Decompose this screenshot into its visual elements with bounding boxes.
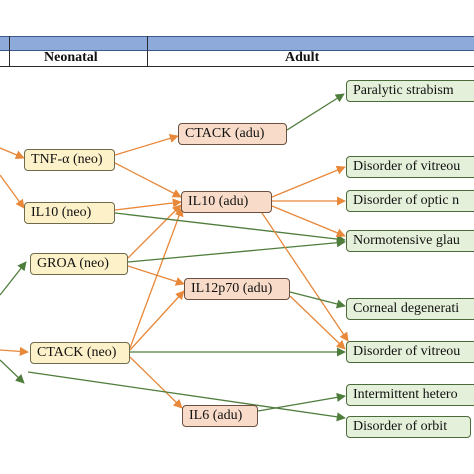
node-il10-neo: IL10 (neo): [24, 202, 115, 224]
edge-il12-corneal: [289, 291, 346, 309]
node-intermittent-heterotropia: Intermittent hetero: [346, 384, 474, 406]
node-disorder-vitreous-2: Disorder of vitreou: [346, 341, 474, 363]
node-ctack-neo: CTACK (neo): [30, 342, 130, 364]
edge-tnf-il10: [114, 162, 182, 198]
neonatal-header: Neonatal: [44, 50, 98, 65]
node-il10-adu: IL10 (adu): [181, 191, 272, 213]
edge-il10adu-normotensive: [271, 205, 346, 238]
edge-il10neo-normotensive: [114, 212, 346, 244]
edge-il12-vitreous2: [289, 295, 346, 350]
edge-tnf-ctack: [114, 134, 179, 156]
node-disorder-orbit: Disorder of orbit: [346, 416, 471, 438]
edge-in-tnf: [0, 147, 25, 160]
edge-in-ctack-orange: [0, 346, 29, 356]
node-ctack-adu: CTACK (adu): [178, 123, 287, 145]
edge-ctack-il6: [129, 356, 183, 409]
node-normotensive-glaucoma: Normotensive glau: [346, 230, 474, 252]
edge-ctack-intermittent: [27, 371, 346, 422]
node-corneal-degeneration: Corneal degenerati: [346, 298, 474, 320]
edge-il6-intermittent: [257, 392, 346, 412]
node-disorder-optic: Disorder of optic n: [346, 190, 474, 212]
adult-header: Adult: [285, 50, 320, 65]
header-row: [0, 51, 474, 67]
edge-il10adu-vitreous2: [259, 209, 349, 342]
edge-groa-il12: [127, 265, 185, 286]
edge-il10-il10: [114, 198, 182, 211]
header-divider-left: [9, 36, 10, 67]
node-tnf-neo: TNF-α (neo): [24, 149, 115, 171]
node-groa-neo: GROA (neo): [30, 253, 128, 275]
node-il12p70-adu: IL12p70 (adu): [184, 278, 290, 300]
header-bar: [0, 36, 474, 51]
node-il6-adu: IL6 (adu): [182, 405, 258, 427]
node-disorder-vitreous-1: Disorder of vitreou: [346, 156, 474, 178]
edge-ctack-il12: [129, 290, 185, 351]
edge-in-il10: [0, 174, 25, 209]
edge-il10adu-vitreous1: [271, 165, 346, 198]
edge-groa-normotensive: [127, 238, 346, 263]
edge-groa-il10: [127, 204, 182, 259]
edge-ctack-il10: [129, 207, 184, 349]
edge-in-ctack-green: [0, 359, 25, 384]
node-paralytic-strabismus: Paralytic strabism: [346, 80, 474, 102]
edge-in-groa: [0, 261, 27, 296]
header-divider-middle: [147, 36, 148, 67]
edge-ctackadu-paralytic: [286, 93, 345, 131]
